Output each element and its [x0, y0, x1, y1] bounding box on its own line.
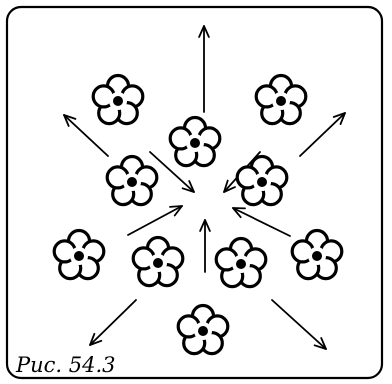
flower-center-dot: [74, 251, 84, 261]
flower-center-dot: [276, 96, 286, 106]
flower-center-dot: [127, 177, 137, 187]
flower-center-dot: [190, 138, 200, 148]
flower-center-dot: [153, 258, 163, 268]
flower-center-dot: [198, 326, 208, 336]
figure-caption: Рис. 54.3: [15, 353, 116, 377]
flower-center-dot: [113, 96, 123, 106]
flower-center-dot: [257, 177, 267, 187]
flower-center-dot: [236, 259, 246, 269]
flower-center-dot: [312, 251, 322, 261]
